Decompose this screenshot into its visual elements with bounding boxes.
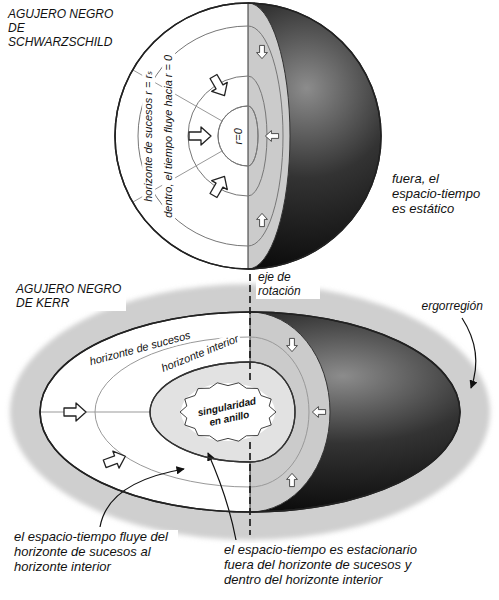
event-horizon-shape (40, 312, 460, 512)
inner-region (150, 362, 295, 462)
center-point: r=0 (218, 106, 258, 166)
flow-arrow (287, 473, 298, 486)
sphere-outline (115, 3, 381, 269)
schwarzschild-sphere: horizonte de sucesos r = rₛ dentro, el ti… (115, 3, 381, 269)
ergoregion-label: ergorregión (420, 300, 485, 314)
schwarzschild-sphere-shape (115, 3, 381, 269)
figure-title: AGUJERO NEGRO DE SCHWARZSCHILD (6, 8, 130, 49)
center-label: r=0 (232, 126, 245, 146)
center-point-shape (218, 106, 258, 166)
flow-arrow (64, 403, 86, 421)
note: el espacio-tiempo es estacionario fuera … (222, 543, 436, 588)
radius-rings (138, 26, 248, 246)
ring-singularity-shape (180, 383, 276, 441)
note: fuera, el espacio-tiempo es estático (390, 172, 488, 217)
leader-line (462, 318, 476, 388)
axis-label: eje de rotación (256, 271, 320, 299)
flow-arrow (257, 45, 268, 58)
schwarzschild-illustration (115, 3, 381, 269)
schwarzschild-sphere-outline (115, 3, 381, 269)
flow-arrow (102, 448, 129, 472)
singularity-label: singularidad en anillo (194, 394, 261, 430)
flow-arrow (312, 407, 325, 418)
cut-plane (248, 3, 290, 269)
ergoregion: ergorregiónhorizonte de sucesoshorizonte… (10, 284, 490, 540)
flow-arrow (206, 72, 233, 100)
note: el espacio-tiempo fluye del horizonte de… (12, 530, 178, 575)
flow-arrow (189, 127, 211, 145)
radius-rings-cut (248, 26, 283, 246)
dark-sphere (115, 3, 381, 269)
ring-singularity: singularidad en anillo (180, 382, 276, 442)
event-horizon: horizonte de sucesoshorizonte interiorsi… (40, 312, 460, 512)
ergoregion-shape (10, 284, 490, 540)
inner-horizon: horizonte interiorsingularidad en anillo (150, 362, 295, 462)
flow-arrow (287, 338, 298, 351)
figure-title: AGUJERO NEGRO DE KERR (14, 283, 126, 311)
interior-note: dentro, el tiempo fluye hacia r = 0 (162, 52, 175, 219)
flow-arrow (257, 213, 268, 226)
horizon-label: horizonte de sucesos r = rₛ (142, 68, 155, 203)
inner-horizon-shape (150, 362, 295, 462)
flow-arrow (206, 172, 233, 200)
flow-arrow (265, 131, 278, 142)
leader-line (208, 453, 236, 540)
cutaway-face (115, 3, 248, 269)
singularity-fill (181, 383, 275, 441)
